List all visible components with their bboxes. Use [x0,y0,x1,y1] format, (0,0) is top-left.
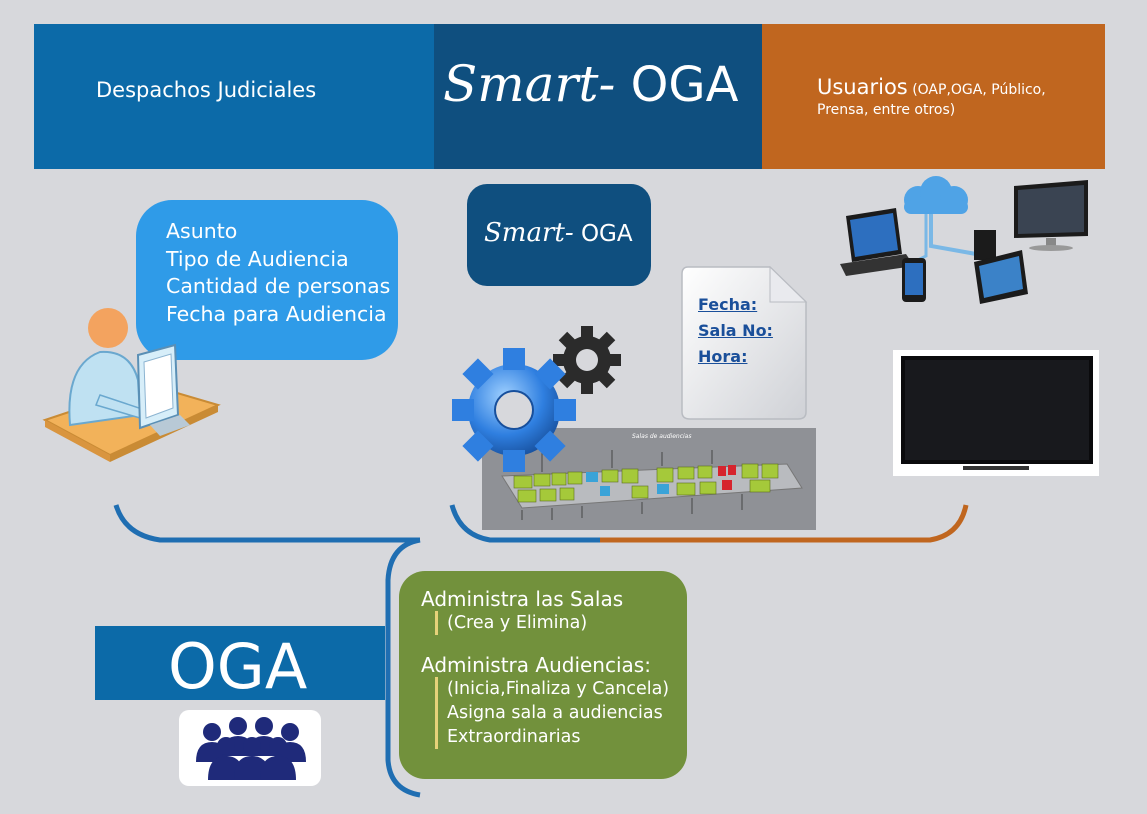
television-icon [893,350,1099,476]
brand-smart-text: Smart- [443,55,616,113]
admin-text: Administra las Salas (Crea y Elimina) Ad… [421,587,669,749]
request-list: Asunto Tipo de Audiencia Cantidad de per… [166,218,390,328]
doc-field-sala: Sala No: [698,321,773,340]
doc-field-fecha: Fecha: [698,295,758,314]
users-title: Usuarios [817,75,908,99]
oga-title: OGA [168,630,308,703]
header-brand-panel [434,24,762,169]
request-item-cantidad: Cantidad de personas [166,274,391,298]
request-item-asunto: Asunto [166,219,238,243]
admin-hearings-title: Administra Audiencias: [421,653,651,677]
admin-box [399,571,687,779]
center-brand-smart: Smart- [484,218,574,248]
team-people-icon [196,717,306,780]
admin-rooms-detail: (Crea y Elimina) [435,611,669,635]
person-computer-icon [42,308,221,462]
gears-icon [452,326,621,472]
users-label: Usuarios (OAP,OGA, Público, Prensa, entr… [817,77,1087,120]
floorplan-title: Salas de audiencias [632,433,692,440]
smart-oga-header-logo: Smart- OGA [443,55,738,113]
floorplan-diagram: Salas de audiencias [482,428,816,530]
devices-cloud-icon [840,176,1088,304]
request-item-fecha: Fecha para Audiencia [166,301,387,326]
despachos-judiciales-label: Despachos Judiciales [96,78,317,102]
users-detail: (OAP,OGA, Público, Prensa, entre otros) [817,82,1046,118]
header-despachos-panel [34,24,434,169]
admin-rooms-title: Administra las Salas [421,587,624,611]
smart-oga-system-box [467,184,651,286]
doc-field-hora: Hora: [698,347,748,366]
header-users-panel [762,24,1105,169]
request-bubble [136,200,398,360]
document-fields: Fecha: Sala No: Hora: [698,292,773,370]
document-icon [681,265,808,420]
request-item-tipo: Tipo de Audiencia [166,246,349,271]
admin-hearings-detail-1: (Inicia,Finaliza y Cancela) [447,679,670,699]
center-brand-oga: OGA [573,221,633,247]
brand-oga-text: OGA [615,57,739,113]
oga-bar [95,626,385,700]
admin-hearings-detail-list: (Inicia,Finaliza y Cancela) Asigna sala … [435,677,669,749]
admin-hearings-detail-3: Extraordinarias [447,727,581,747]
admin-hearings-detail-2: Asigna sala a audiencias [447,703,663,723]
smart-oga-system-label: Smart- OGA [484,218,633,248]
